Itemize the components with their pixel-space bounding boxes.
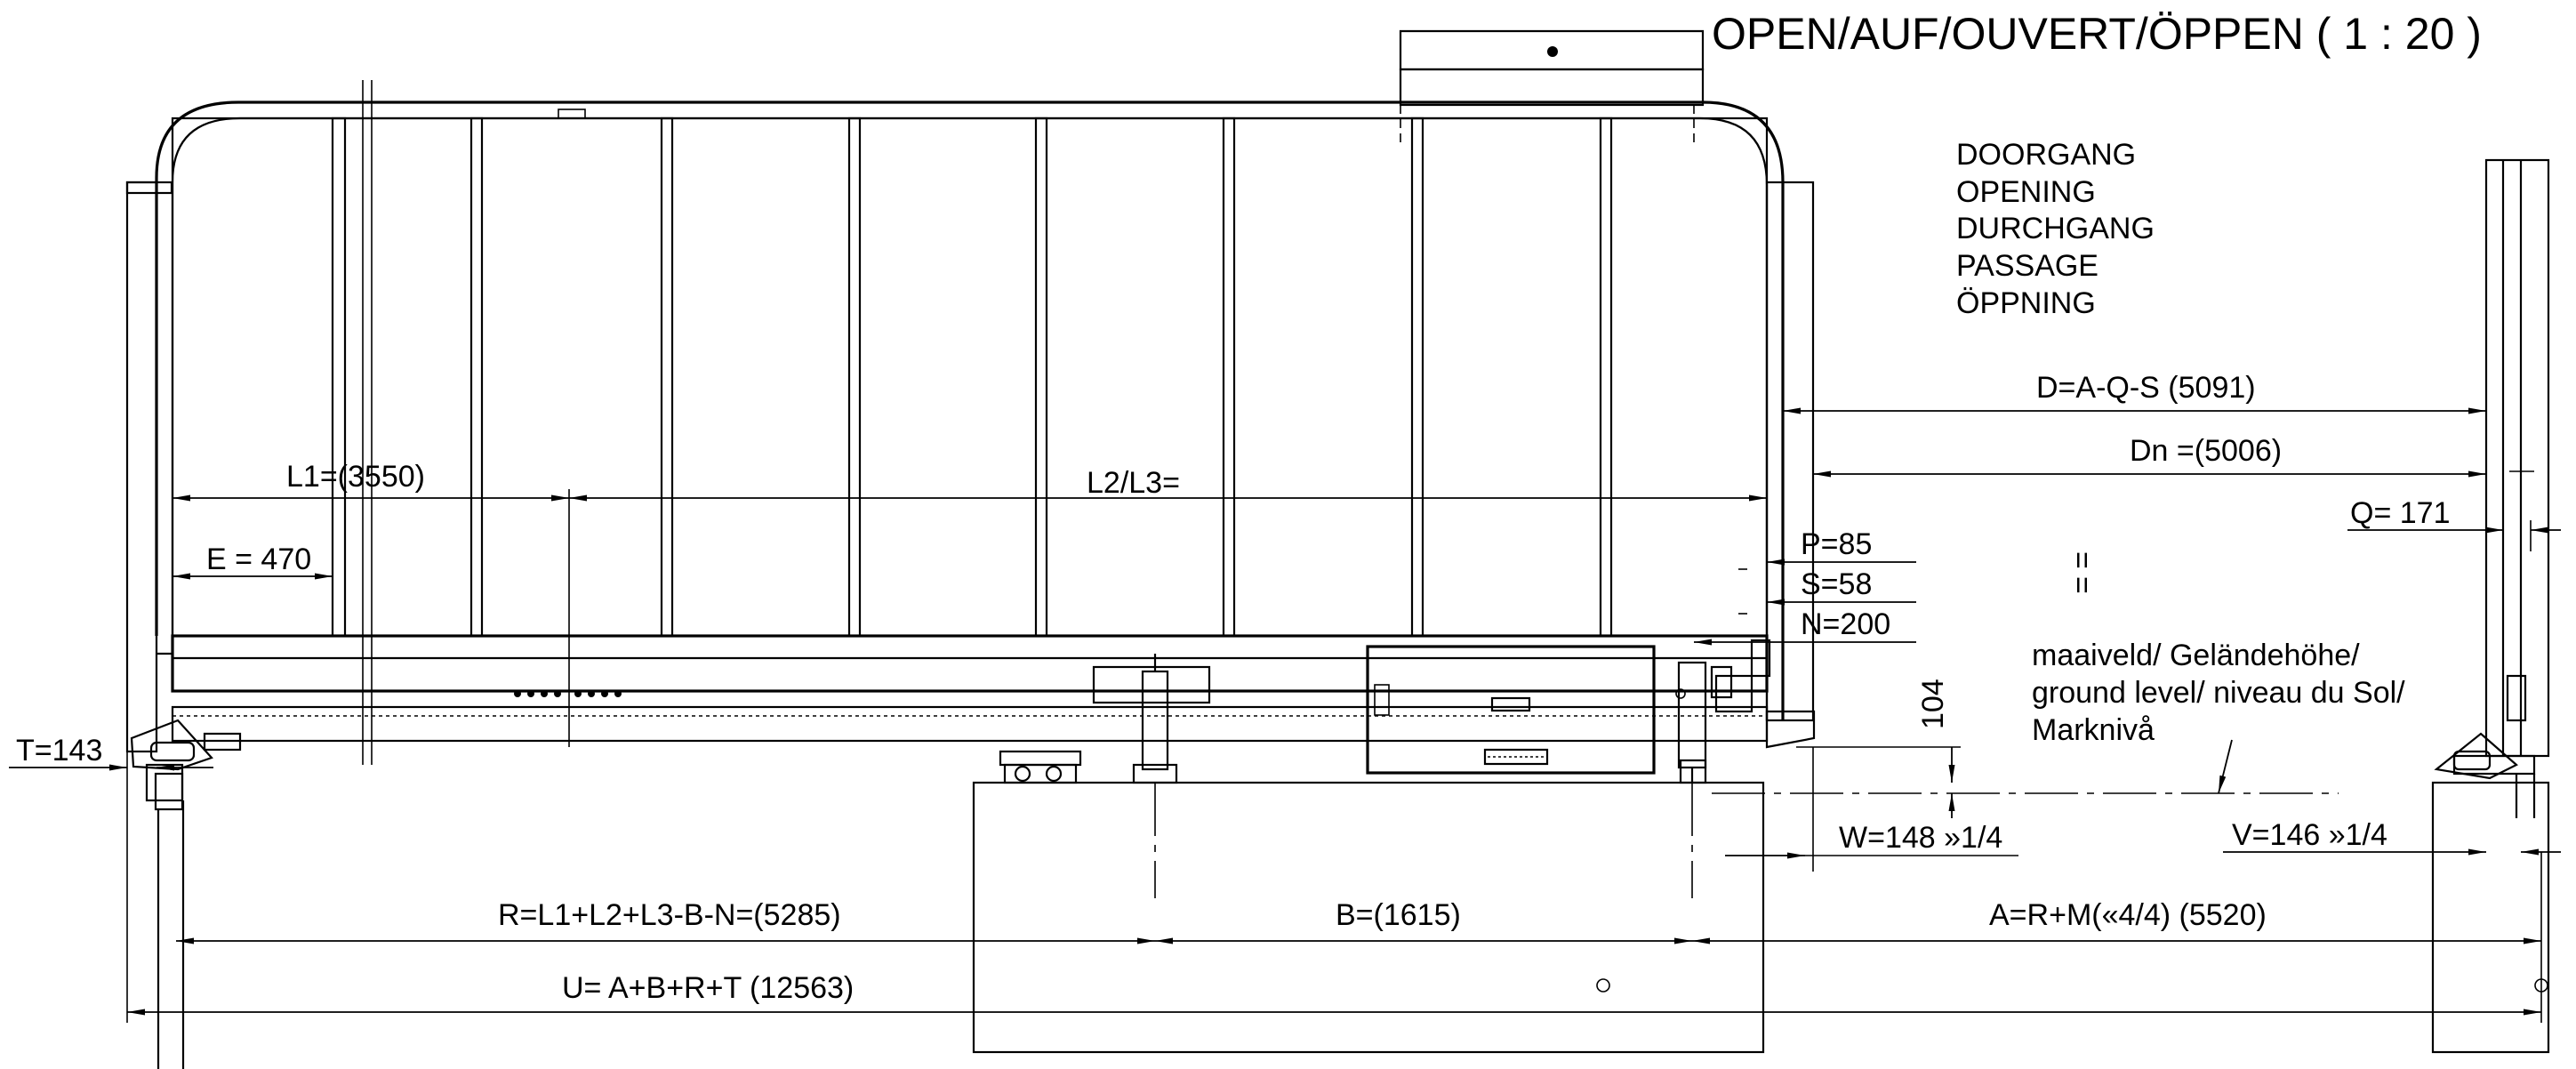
dimension-104: 104: [1916, 679, 1950, 729]
ground-level-label: maaiveld/ Geländehöhe/: [2032, 639, 2360, 672]
opening-labels: DOORGANG OPENING DURCHGANG PASSAGE ÖPPNI…: [1956, 138, 2155, 320]
dimension-q: Q= 171: [2350, 496, 2450, 530]
dimension-r: R=L1+L2+L3-B-N=(5285): [498, 898, 841, 932]
dimension-dn: Dn =(5006): [2130, 434, 2282, 468]
drawing-title: OPEN/AUF/OUVERT/ÖPPEN ( 1 : 20 ): [1712, 9, 2482, 59]
equal-mark: =: [2065, 576, 2099, 594]
opening-label: OPENING: [1956, 175, 2096, 209]
dimension-p: P=85: [1801, 527, 1872, 561]
opening-label: ÖPPNING: [1956, 286, 2096, 320]
gear-rack: [171, 705, 1769, 743]
anchor-hole: [1596, 978, 1610, 993]
opening-label: DURCHGANG: [1956, 212, 2155, 245]
foundation: [972, 781, 2550, 1054]
dimension-a: A=R+M(«4/4) (5520): [1989, 898, 2267, 932]
gate-infill-frame: [171, 117, 1769, 638]
opening-label: PASSAGE: [1956, 249, 2099, 283]
support-rollers: [999, 654, 1707, 784]
top-cover: [1399, 29, 1705, 147]
dimension-n: N=200: [1801, 607, 1890, 641]
gate-bottom-beam: [171, 634, 1769, 693]
equal-mark: =: [2065, 551, 2099, 569]
gate-end-stop: [1714, 181, 1816, 749]
ground-level-label: ground level/ niveau du Sol/: [2032, 676, 2405, 710]
dimension-l1: L1=(3550): [286, 460, 425, 494]
left-gate-post: [125, 181, 242, 1069]
dimension-u: U= A+B+R+T (12563): [562, 971, 854, 1005]
gate-top-rail: [155, 100, 1785, 720]
opening-label: DOORGANG: [1956, 138, 2136, 172]
dimension-l2l3: L2/L3=: [1087, 466, 1180, 500]
gate-panels: [331, 80, 1613, 765]
right-gate-post: [2434, 158, 2550, 818]
ground-level-labels: maaiveld/ Geländehöhe/ ground level/ niv…: [2032, 639, 2405, 747]
gate-leaf: [155, 80, 1785, 765]
rack-holes: [514, 690, 622, 697]
drive-unit: [1366, 645, 1733, 783]
dimension-b: B=(1615): [1336, 898, 1461, 932]
dimension-w: W=148 »1/4: [1839, 821, 2002, 855]
dimension-v: V=146 »1/4: [2232, 818, 2387, 852]
dimension-lines: [9, 407, 2561, 1023]
gate-top-rail-inner: [171, 117, 1769, 720]
dimension-d: D=A-Q-S (5091): [2036, 371, 2256, 405]
dimension-t: T=143: [16, 734, 102, 768]
ground-level-label: Marknivå: [2032, 713, 2155, 747]
dimension-s: S=58: [1801, 567, 1872, 601]
dimension-e: E = 470: [206, 543, 311, 576]
